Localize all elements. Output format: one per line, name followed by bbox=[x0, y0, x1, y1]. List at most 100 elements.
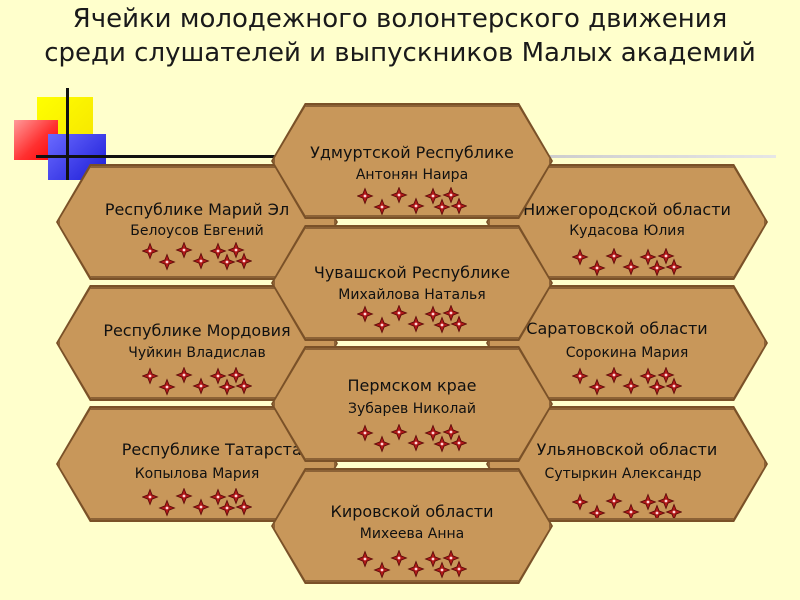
star-icon bbox=[142, 367, 159, 385]
title-line-2: среди слушателей и выпускников Малых ака… bbox=[44, 38, 756, 68]
stars-icon bbox=[273, 424, 551, 454]
star-icon bbox=[373, 435, 391, 453]
star-cluster-icon bbox=[572, 248, 682, 277]
star-icon bbox=[227, 488, 245, 505]
star-icon bbox=[442, 550, 460, 567]
star-icon bbox=[605, 493, 623, 510]
star-icon bbox=[450, 315, 467, 333]
cell-person: Чуйкин Владислав bbox=[128, 345, 266, 361]
cell-region: Республике Марий Эл bbox=[104, 200, 290, 219]
star-icon bbox=[588, 504, 606, 520]
star-cluster-icon bbox=[572, 493, 682, 520]
star-icon bbox=[175, 242, 193, 259]
star-icon bbox=[572, 493, 589, 511]
star-icon bbox=[433, 198, 451, 216]
star-icon bbox=[424, 187, 442, 205]
star-cluster-icon bbox=[142, 242, 252, 271]
star-icon bbox=[450, 197, 467, 215]
cell-person: Кудасова Юлия bbox=[569, 223, 685, 239]
star-cluster-icon bbox=[357, 187, 467, 216]
cell-person: Антонян Наира bbox=[355, 167, 469, 183]
star-icon bbox=[390, 187, 408, 204]
star-icon bbox=[648, 504, 666, 520]
star-icon bbox=[442, 187, 460, 204]
cell-region: Удмуртской Республике bbox=[310, 143, 514, 162]
star-icon bbox=[588, 378, 606, 396]
star-icon bbox=[424, 424, 442, 442]
star-icon bbox=[572, 248, 589, 266]
cell-region: Пермском крае bbox=[347, 376, 477, 395]
star-icon bbox=[433, 561, 451, 579]
page-title: Ячейки молодежного волонтерского движени… bbox=[0, 2, 800, 70]
star-icon bbox=[433, 435, 451, 453]
cell-region: Кировской области bbox=[330, 502, 494, 521]
star-icon bbox=[192, 498, 210, 516]
star-icon bbox=[373, 198, 391, 216]
star-icon bbox=[665, 503, 682, 520]
stars-icon bbox=[273, 550, 551, 580]
star-icon bbox=[235, 498, 252, 516]
star-cluster-icon bbox=[572, 367, 682, 396]
star-icon bbox=[192, 252, 210, 270]
star-icon bbox=[639, 248, 657, 266]
star-icon bbox=[665, 377, 682, 395]
star-icon bbox=[357, 187, 374, 205]
star-icon bbox=[158, 378, 176, 396]
star-icon bbox=[209, 488, 227, 506]
star-icon bbox=[390, 424, 408, 441]
title-line-1: Ячейки молодежного волонтерского движени… bbox=[72, 4, 728, 34]
star-icon bbox=[622, 258, 640, 276]
cell-region: Чувашской Республике bbox=[313, 263, 511, 282]
cell-person: Копылова Мария bbox=[134, 466, 260, 482]
star-icon bbox=[390, 305, 408, 322]
cell-region: Нижегородской области bbox=[523, 200, 731, 219]
star-icon bbox=[622, 503, 640, 520]
star-icon bbox=[158, 253, 176, 271]
star-icon bbox=[433, 316, 451, 334]
star-cluster-icon bbox=[357, 550, 467, 579]
star-icon bbox=[424, 550, 442, 568]
star-icon bbox=[407, 197, 425, 215]
star-cluster-icon bbox=[142, 367, 252, 396]
cell-person: Михеева Анна bbox=[359, 526, 465, 542]
star-icon bbox=[657, 367, 675, 384]
cell-region: Республике Мордовия bbox=[103, 321, 291, 340]
star-icon bbox=[450, 434, 467, 452]
star-icon bbox=[424, 305, 442, 323]
star-icon bbox=[218, 253, 236, 271]
decor-vertical-line bbox=[66, 88, 69, 180]
star-icon bbox=[657, 248, 675, 265]
star-icon bbox=[235, 377, 252, 395]
cell-person: Зубарев Николай bbox=[348, 401, 476, 417]
star-icon bbox=[639, 367, 657, 385]
star-icon bbox=[588, 259, 606, 277]
stars-icon bbox=[273, 305, 551, 335]
star-icon bbox=[572, 367, 589, 385]
star-cluster-icon bbox=[357, 305, 467, 334]
star-icon bbox=[209, 367, 227, 385]
cell-person: Белоусов Евгений bbox=[130, 223, 264, 239]
star-cluster-icon bbox=[142, 488, 252, 517]
star-icon bbox=[357, 550, 374, 568]
star-icon bbox=[450, 560, 467, 578]
stars-icon bbox=[273, 187, 551, 217]
star-icon bbox=[142, 488, 159, 506]
star-icon bbox=[218, 378, 236, 396]
star-icon bbox=[407, 434, 425, 452]
star-cluster-icon bbox=[357, 424, 467, 453]
star-icon bbox=[648, 378, 666, 396]
star-icon bbox=[407, 315, 425, 333]
star-icon bbox=[407, 560, 425, 578]
cell-person: Михайлова Наталья bbox=[338, 287, 486, 303]
star-icon bbox=[639, 493, 657, 511]
star-icon bbox=[648, 259, 666, 277]
star-icon bbox=[158, 499, 176, 517]
star-icon bbox=[227, 367, 245, 384]
star-icon bbox=[657, 493, 675, 510]
star-icon bbox=[357, 424, 374, 442]
star-icon bbox=[235, 252, 252, 270]
star-icon bbox=[142, 242, 159, 260]
star-icon bbox=[357, 305, 374, 323]
star-icon bbox=[665, 258, 682, 276]
star-icon bbox=[605, 248, 623, 265]
